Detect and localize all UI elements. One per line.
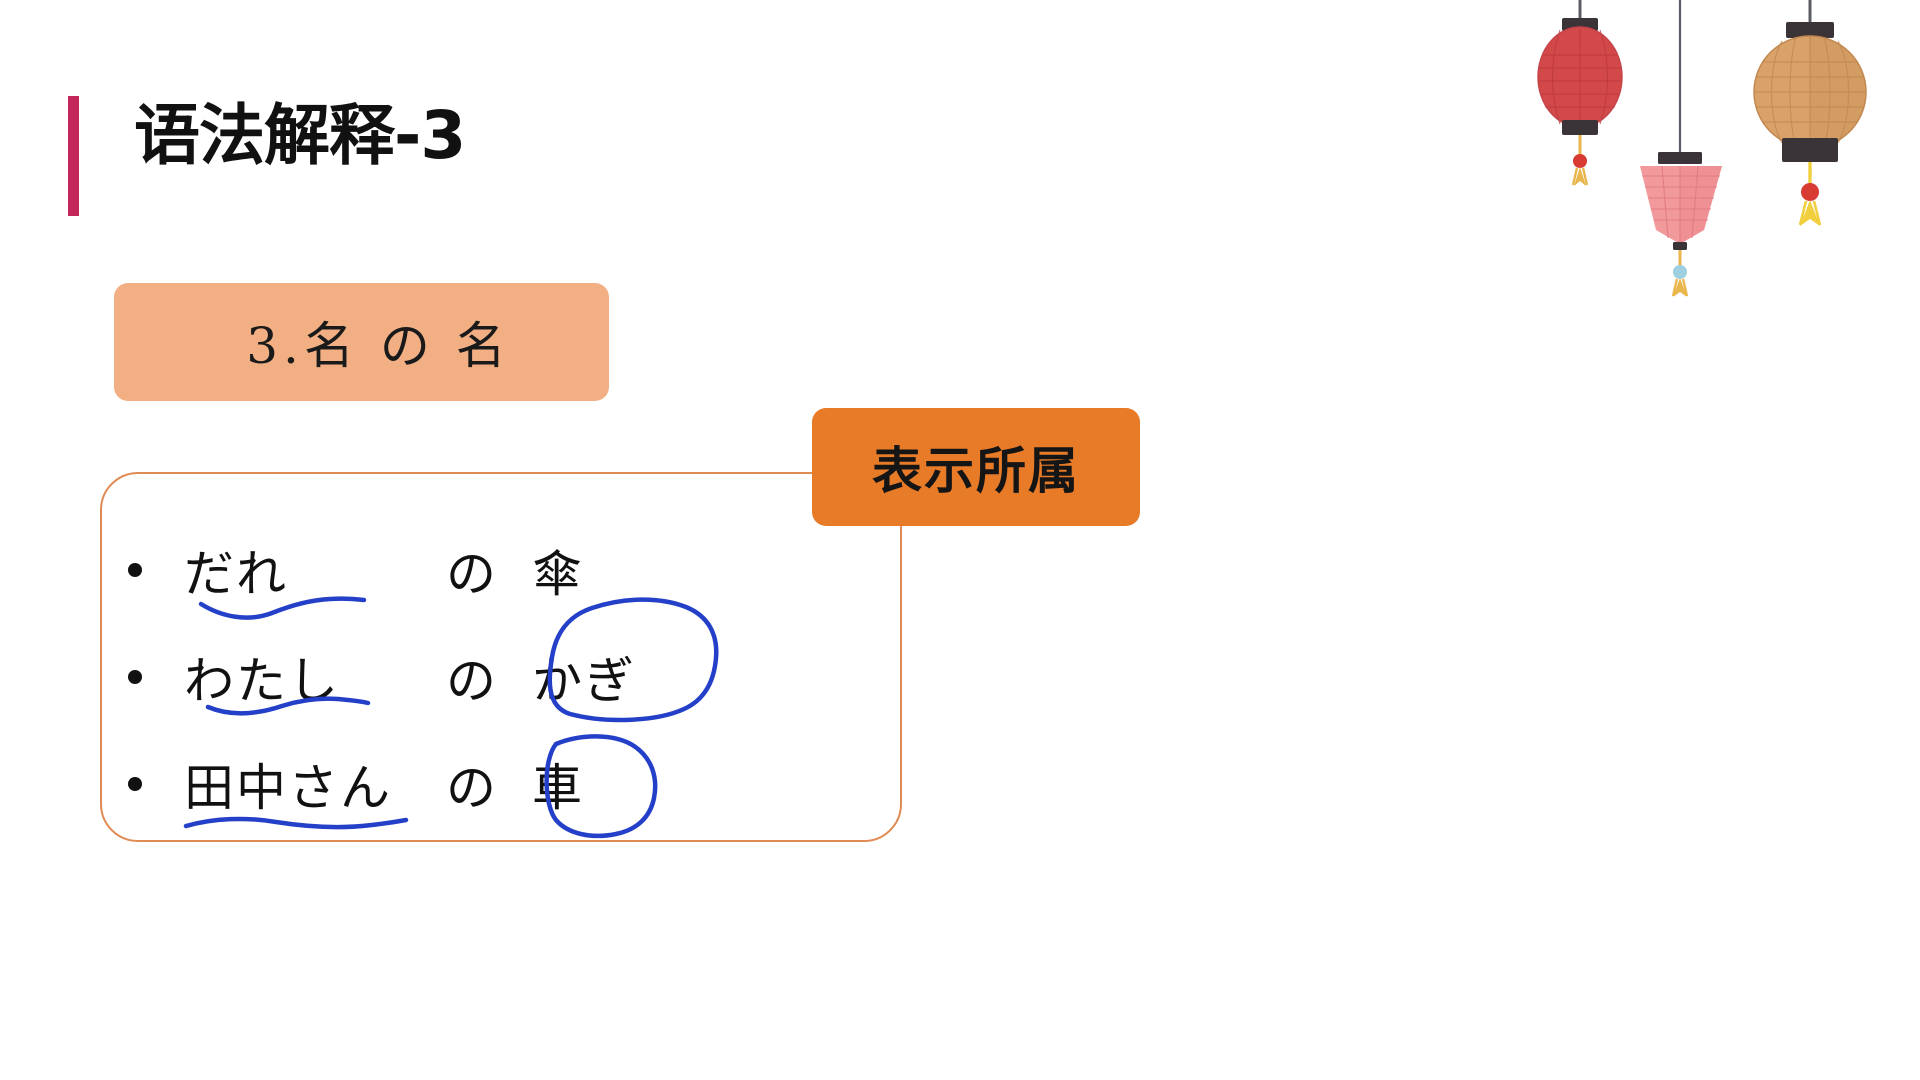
list-item: 田中さん の 車 — [118, 730, 838, 837]
heading-pill-label: 3.名 の 名 — [246, 317, 511, 375]
example-noun1: わたし — [184, 651, 340, 710]
tan-round-lantern-icon — [1753, 0, 1867, 226]
example-noun2: 車 — [532, 758, 584, 817]
example-noun2: 傘 — [532, 544, 584, 603]
bullet-dot-icon — [128, 669, 142, 684]
example-noun2: かぎ — [532, 651, 636, 710]
example-noun1: だれ — [184, 544, 288, 603]
callout-box: 表示所属 — [812, 408, 1140, 526]
list-item: わたし の かぎ — [118, 623, 838, 730]
list-item: だれ の 傘 — [118, 516, 838, 623]
page-title: 语法解释-3 — [134, 97, 466, 174]
bullet-dot-icon — [128, 776, 142, 791]
examples-list: だれ の 傘 わたし の かぎ 田中さん の 車 — [118, 516, 838, 837]
example-noun1: 田中さん — [184, 758, 392, 817]
callout-label: 表示所属 — [872, 441, 1080, 500]
examples-outline-box — [100, 472, 902, 842]
bullet-dot-icon — [128, 562, 142, 577]
example-particle: の — [446, 758, 496, 817]
heading-pill: 3.名 の 名 — [114, 283, 609, 401]
lantern-cluster — [1537, 0, 1867, 297]
red-oval-lantern-icon — [1537, 0, 1623, 186]
title-accent-bar — [68, 96, 79, 216]
example-particle: の — [446, 651, 496, 710]
example-particle: の — [446, 544, 496, 603]
pink-cone-lantern-icon — [1640, 0, 1722, 297]
